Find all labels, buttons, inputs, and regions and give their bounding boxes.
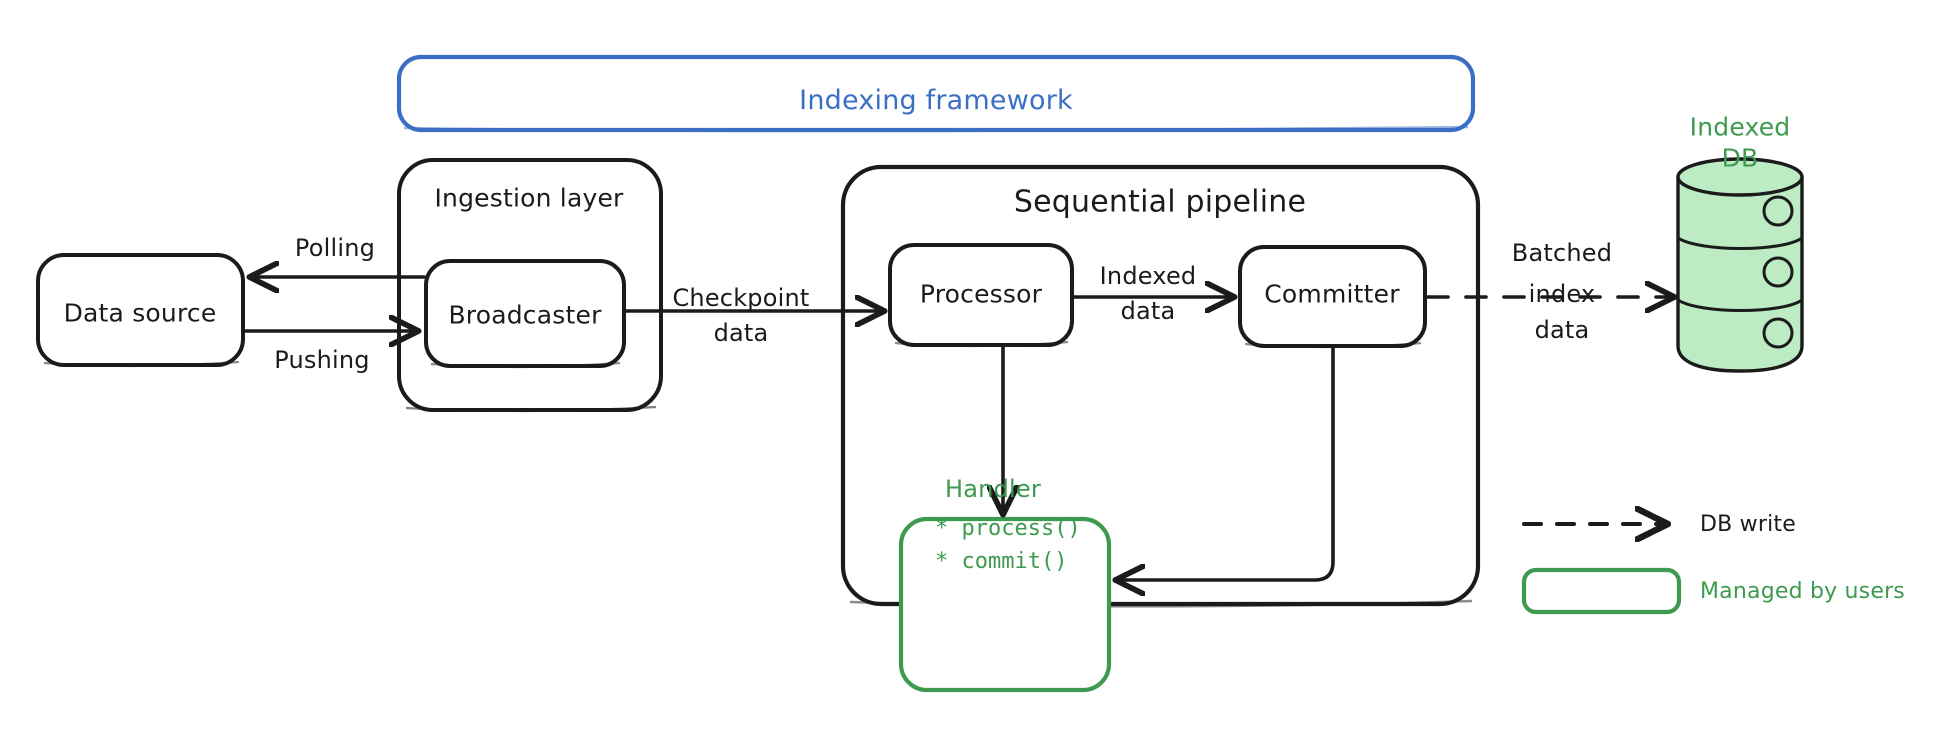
handler-method-process: * process() — [935, 516, 1081, 542]
data-source-label: Data source — [63, 298, 217, 328]
committer-label: Committer — [1264, 279, 1400, 309]
handler-method-commit: * commit() — [935, 549, 1068, 575]
ingestion-layer-shape — [397, 158, 663, 413]
indexed-data-edge-label-line1: Indexed — [1099, 261, 1197, 290]
processor-label: Processor — [919, 279, 1043, 309]
checkpoint-edge-label-line2: data — [713, 318, 769, 347]
framework-banner-label: Indexing framework — [799, 85, 1073, 117]
pushing-edge-label: Pushing — [274, 345, 370, 374]
indexed-db-label-line2: DB — [1721, 143, 1759, 173]
handler-shape — [898, 516, 1112, 693]
checkpoint-edge-label-line1: Checkpoint — [672, 283, 810, 312]
ingestion-layer-label: Ingestion layer — [434, 183, 624, 213]
legend-item-managed-by-users-label: Managed by users — [1700, 579, 1905, 605]
handler-label: Handler — [945, 474, 1041, 503]
committer-to-handler-arrow — [1118, 344, 1335, 580]
legend-item-db-write-label: DB write — [1700, 512, 1796, 538]
batched-index-edge-label-line3: data — [1534, 315, 1590, 344]
framework-banner-shape — [396, 54, 1476, 133]
batched-index-edge-label-line2: index — [1528, 279, 1596, 308]
broadcaster-shape — [424, 259, 626, 369]
sequential-pipeline-label: Sequential pipeline — [1013, 184, 1307, 220]
data-source-shape — [36, 253, 245, 368]
broadcaster-label: Broadcaster — [448, 300, 602, 330]
indexed-data-edge-label-line2: data — [1120, 296, 1176, 325]
batched-index-edge-label-line1: Batched — [1511, 238, 1613, 267]
processor-shape — [888, 243, 1074, 348]
polling-edge-label: Polling — [294, 233, 376, 262]
indexed-db-label-line1: Indexed — [1689, 112, 1791, 142]
legend-managed-swatch — [1521, 567, 1682, 615]
indexed-db-shape — [1676, 157, 1804, 373]
